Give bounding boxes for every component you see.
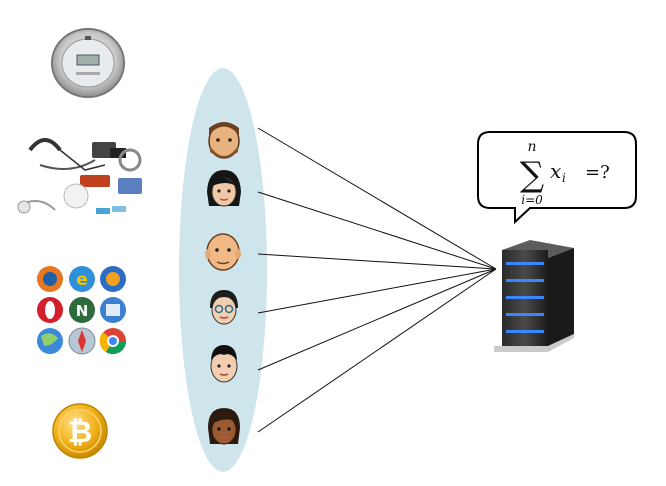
- sum-symbol: ∑: [520, 155, 544, 195]
- sum-term-subscript: i: [562, 171, 566, 185]
- svg-text:N: N: [76, 302, 89, 320]
- dark-skin-woman-avatar: [208, 408, 240, 445]
- connection-line: [257, 268, 497, 314]
- bald-man-avatar: [205, 233, 241, 271]
- dark-hair-woman-avatar: [207, 170, 241, 207]
- smart-meter-icon: [51, 28, 125, 98]
- connection-line: [257, 268, 497, 371]
- glasses-woman-avatar: [210, 290, 238, 325]
- sum-lower-limit: i=0: [521, 193, 543, 207]
- connection-line: [257, 191, 497, 270]
- bearded-man-avatar: [208, 122, 240, 159]
- server-icon: [494, 240, 574, 352]
- dark-hair-man-avatar: [210, 345, 238, 383]
- sum-term: x: [550, 159, 561, 183]
- connection-lines: [257, 127, 497, 433]
- svg-text:e: e: [76, 270, 88, 290]
- connection-line: [257, 127, 497, 270]
- query-text: =?: [585, 162, 610, 183]
- sum-upper-limit: n: [527, 139, 536, 155]
- formula-bubble: n ∑ i=0 x i =?: [477, 131, 637, 225]
- body-sensors-icon: [17, 138, 142, 214]
- connection-line: [257, 253, 497, 270]
- bitcoin-icon: ₿: [52, 403, 108, 459]
- connection-line: [257, 268, 497, 433]
- svg-text:₿: ₿: [68, 415, 92, 450]
- browser-logos-icon: e N: [37, 266, 127, 355]
